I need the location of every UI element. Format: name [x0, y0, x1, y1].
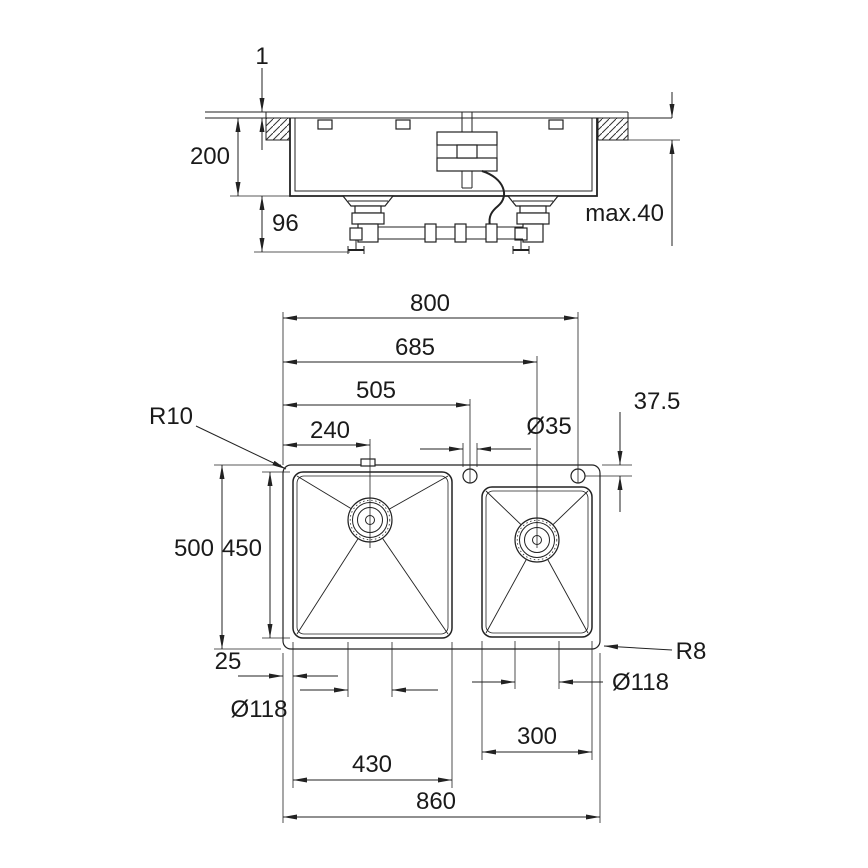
dim-label-430: 430: [352, 751, 392, 778]
mounting-clip: [395, 119, 411, 130]
dim-label-max40: max.40: [585, 200, 664, 227]
dim-label-37-5: 37.5: [634, 388, 681, 415]
bowl-left-inner: [296, 475, 449, 635]
plan-view: [282, 458, 601, 650]
counter-section-right: [597, 117, 629, 141]
drain-assembly-left: [341, 195, 395, 254]
drain-pipe: [378, 223, 523, 243]
faucet-hose: [481, 170, 506, 227]
sink-body-inner: [294, 118, 593, 192]
drain-assembly-right: [506, 195, 560, 254]
dim-label-dia118-left: Ø118: [231, 696, 288, 723]
dimensions-plan: 800 685 505 240 Ø35 37.5 R10 500 4: [149, 290, 706, 823]
dim-label-r8: R8: [676, 638, 707, 665]
rim-tab: [360, 458, 376, 467]
dim-label-505: 505: [356, 377, 396, 404]
dim-label-r10: R10: [149, 403, 193, 430]
dim-label-860: 860: [416, 788, 456, 815]
dim-label-240: 240: [310, 417, 350, 444]
dim-label-dia35: Ø35: [526, 413, 571, 440]
mounting-clip: [548, 119, 564, 130]
counter-section-left: [265, 117, 291, 141]
dim-label-800: 800: [410, 290, 450, 317]
dim-label-685: 685: [395, 334, 435, 361]
dim-label-450: 450: [222, 535, 262, 562]
faucet-bracket: [436, 112, 506, 227]
dim-label-rim-height: 1: [255, 43, 268, 70]
mounting-clip: [317, 119, 333, 130]
sink-body-section: [289, 118, 598, 197]
dim-label-25: 25: [215, 648, 242, 675]
side-view: [205, 111, 672, 254]
dim-label-drain-96: 96: [272, 210, 299, 237]
dim-label-300: 300: [517, 723, 557, 750]
dim-label-dia118-right: Ø118: [612, 669, 669, 696]
bowl-left: [292, 471, 453, 639]
dim-label-500: 500: [174, 535, 214, 562]
dimensions-side: 1 200 96 max.40: [190, 43, 680, 253]
dim-label-bowl-depth-200: 200: [190, 143, 230, 170]
